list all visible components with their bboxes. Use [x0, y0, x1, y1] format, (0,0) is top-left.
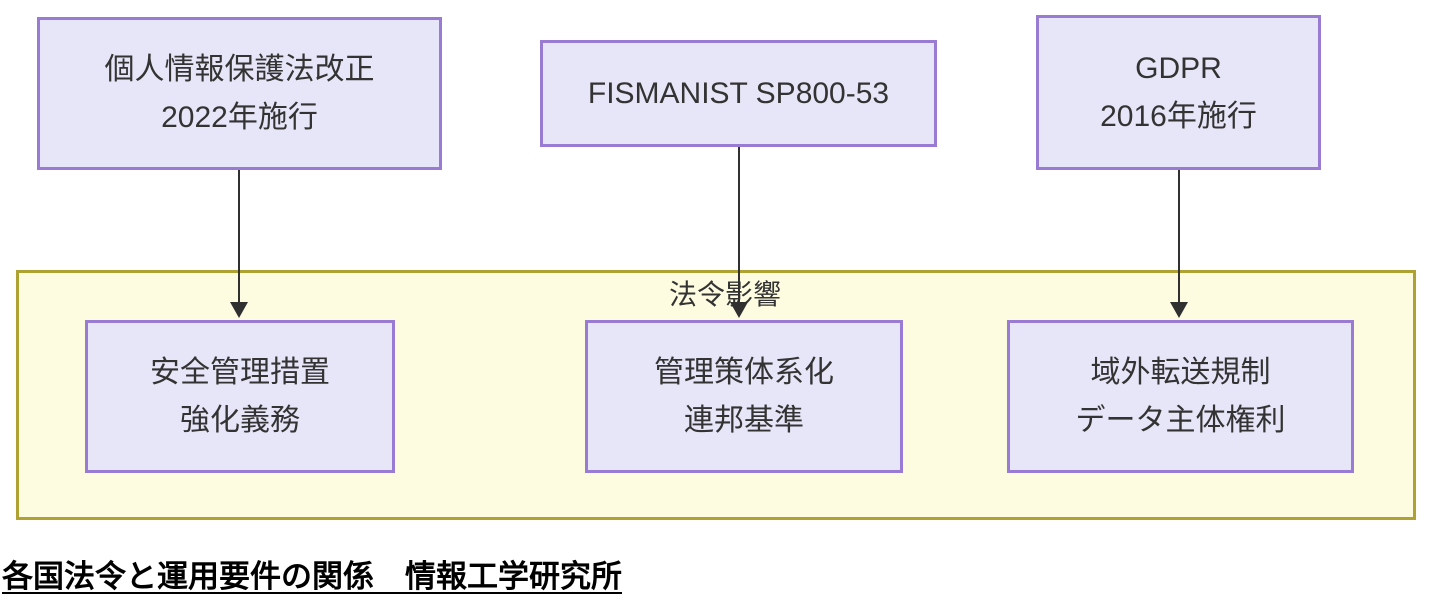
node-line: 個人情報保護法改正: [104, 53, 375, 87]
arrow-gdpr-to-transfer: [1178, 170, 1180, 303]
node-safety-management-measures: 安全管理措置 強化義務: [85, 320, 395, 473]
node-personal-info-protection-act: 個人情報保護法改正 2022年施行: [37, 17, 442, 170]
node-line: 2016年施行: [1100, 99, 1257, 133]
node-line: 強化義務: [180, 403, 300, 437]
node-extraterritorial-transfer: 域外転送規制 データ主体権利: [1007, 320, 1354, 473]
node-control-systematization: 管理策体系化 連邦基準: [585, 320, 903, 473]
node-gdpr: GDPR 2016年施行: [1036, 15, 1321, 170]
node-line: 域外転送規制: [1090, 356, 1271, 390]
arrowhead-icon: [1170, 302, 1188, 318]
node-line: 連邦基準: [684, 403, 804, 437]
arrow-personal-info-to-safety: [238, 170, 240, 303]
node-fisma-nist-sp800-53: FISMANIST SP800-53: [540, 40, 937, 147]
node-line: 安全管理措置: [150, 356, 330, 390]
arrowhead-icon: [730, 302, 748, 318]
node-line: 管理策体系化: [654, 356, 834, 390]
node-line: FISMANIST SP800-53: [587, 76, 890, 110]
node-line: 2022年施行: [161, 100, 318, 134]
node-line: データ主体権利: [1075, 403, 1286, 437]
node-line: GDPR: [1135, 52, 1222, 86]
diagram-caption: 各国法令と運用要件の関係 情報工学研究所: [2, 559, 622, 594]
arrowhead-icon: [230, 302, 248, 318]
arrow-fisma-to-controls: [738, 147, 740, 303]
legal-impact-container-label: 法令影響: [668, 279, 781, 310]
